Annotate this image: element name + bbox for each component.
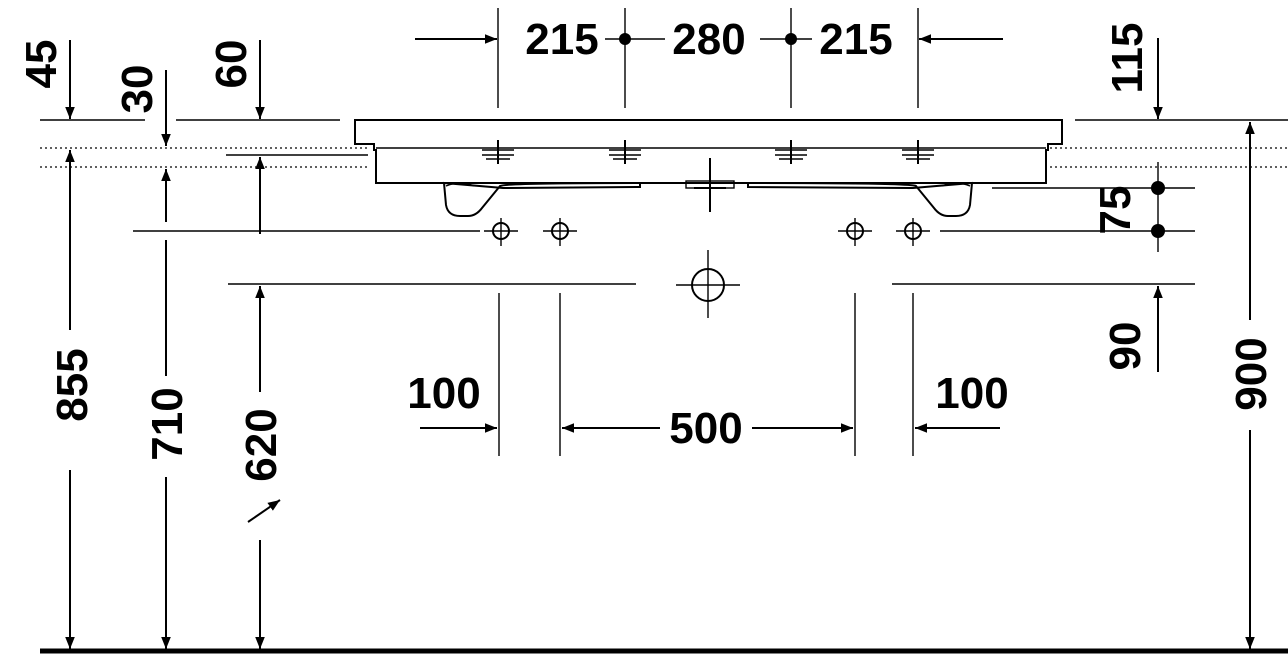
dimension-75: 75 — [1091, 186, 1140, 235]
washbasin-body — [354, 119, 1063, 217]
dimension-30: 30 — [113, 65, 162, 114]
top-left-arrows — [65, 40, 265, 146]
dimension-60: 60 — [207, 40, 256, 89]
reference-lines — [40, 119, 1288, 285]
dimension-90: 90 — [1101, 322, 1150, 371]
dimension-215-left: 215 — [525, 15, 598, 64]
dimension-620: 620 — [237, 408, 286, 481]
dimension-855: 855 — [48, 348, 97, 421]
dimension-710: 710 — [143, 387, 192, 460]
dimension-280: 280 — [672, 15, 745, 64]
dimension-75-marker — [1151, 162, 1165, 252]
dimension-100-left: 100 — [407, 369, 480, 418]
waste-outlet — [676, 250, 740, 318]
wall-fixing-holes — [484, 218, 930, 246]
dimension-215-right: 215 — [819, 15, 892, 64]
dimension-900: 900 — [1227, 337, 1276, 410]
dimension-45: 45 — [17, 40, 66, 89]
left-height-arrows — [65, 150, 281, 649]
dimension-500: 500 — [669, 404, 742, 453]
tap-extension-lines — [497, 8, 919, 108]
top-dimension-chain — [415, 33, 1003, 45]
dimension-115: 115 — [1103, 23, 1152, 94]
hole-extension-lines — [498, 293, 914, 456]
dimension-100-right: 100 — [935, 369, 1008, 418]
tap-hole-markers — [482, 140, 934, 164]
